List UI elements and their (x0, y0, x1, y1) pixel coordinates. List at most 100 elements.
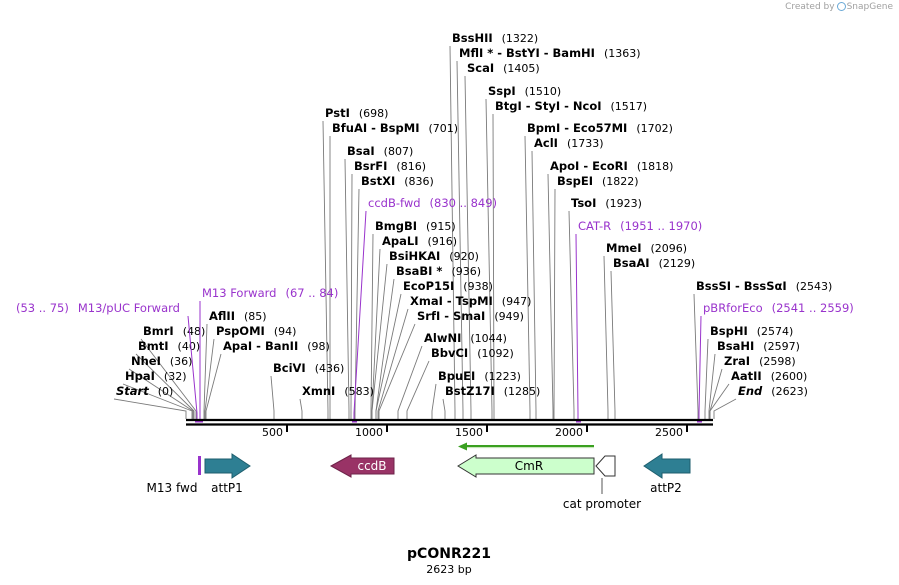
cmr-orf-arrow (458, 442, 594, 451)
site-leader-btgi-styi-ncoi (492, 113, 495, 419)
site-leader-bsrfi (350, 173, 353, 419)
site-name: BstXI (361, 174, 395, 188)
site-leader-bstz17i (442, 398, 446, 419)
site-label-xmai-tspmi: XmaI - TspMI(947) (410, 294, 531, 308)
site-position: (807) (384, 145, 414, 158)
site-name: BspHI (710, 324, 748, 338)
site-leader-bsshii (449, 45, 456, 419)
site-label-zrai: ZraI(2598) (724, 354, 796, 368)
site-label-bmri: BmrI(48) (143, 324, 205, 338)
primer-site-mark-ccdb-fwd (352, 420, 357, 423)
feature-m13-fwd: M13 fwd (147, 456, 201, 495)
site-leader-bcivi (270, 375, 275, 419)
site-name: BciVI (273, 361, 306, 375)
site-position: (98) (307, 340, 330, 353)
site-position: (32) (164, 370, 187, 383)
axis-tick-label: 2500 (655, 426, 683, 439)
site-position: (1517) (611, 100, 648, 113)
site-leader-pspomi (204, 338, 215, 419)
site-position: (816) (396, 160, 426, 173)
site-name: BsaAI (613, 256, 650, 270)
site-name: SrfI - SmaI (417, 309, 485, 323)
primer-label-pbrforeco: pBRforEco (2541 .. 2559) (703, 301, 854, 315)
site-position: (2623) (771, 385, 808, 398)
site-leader-lines (113, 45, 737, 419)
site-label-bspei: BspEI(1822) (557, 174, 639, 188)
site-label-xmni: XmnI (583) (302, 384, 374, 398)
site-name: SspI (488, 84, 516, 98)
site-name: BpmI - Eco57MI (527, 121, 627, 135)
site-label-acli: AclI(1733) (534, 136, 604, 150)
site-name: AlwNI (424, 331, 461, 345)
site-leader-bmti (135, 353, 195, 419)
site-label-bfuai-bspmi: BfuAI - BspMI(701) (332, 121, 458, 135)
site-leader-sspi (485, 98, 493, 419)
site-label-apoi-ecori: ApoI - EcoRI(1818) (550, 159, 673, 173)
site-name: PspOMI (216, 324, 265, 338)
site-name: AclI (534, 136, 558, 150)
site-position: (947) (502, 295, 532, 308)
cat-promoter-arrow (595, 455, 616, 477)
feature-attp2: attP2 (643, 453, 691, 495)
m13-fwd-marker (198, 456, 201, 475)
site-leader-bsai (344, 158, 350, 419)
site-name: BssHII (452, 31, 493, 45)
site-position: (1044) (470, 332, 507, 345)
primer-leader-ccdb-fwd (353, 210, 367, 421)
primer-name: M13 Forward (202, 286, 276, 300)
site-name: NheI (131, 354, 161, 368)
site-name: BmtI (138, 339, 169, 353)
primer-label-m13-puc-forward: (53 .. 75)M13/pUC Forward (16, 301, 180, 315)
site-leader-aflii (203, 323, 208, 419)
snapgene-logo-icon (836, 2, 846, 11)
site-name: BstZ17I (445, 384, 495, 398)
site-leader-bstxi (354, 188, 360, 419)
site-name: BtgI - StyI - NcoI (495, 99, 602, 113)
site-position: (40) (178, 340, 201, 353)
primer-name: pBRforEco (703, 301, 763, 315)
primer-site-mark-m13-forward (198, 420, 203, 423)
site-position: (2096) (651, 242, 688, 255)
site-name: BssSI - BssSαI (696, 279, 787, 293)
site-label-bpmi-eco57mi: BpmI - Eco57MI(1702) (527, 121, 673, 135)
site-labels: BssHII(1322)MflI * - BstYI - BamHI(1363)… (116, 31, 832, 398)
site-label-bsaai: BsaAI(2129) (613, 256, 695, 270)
plasmid-length: 2623 bp (426, 563, 471, 576)
primer-leader-cat-r (575, 233, 579, 421)
primer-position: (830 .. 849) (430, 196, 498, 210)
site-leader-apai-banii (205, 353, 222, 419)
site-name: PstI (325, 106, 350, 120)
primer-annotations: ccdB-fwd(830 .. 849)CAT-R(1951 .. 1970)M… (16, 196, 854, 423)
site-label-bsahi: BsaHI(2597) (717, 339, 800, 353)
site-position: (936) (451, 265, 481, 278)
site-name: BsaI (347, 144, 375, 158)
feature-attp1: attP1 (204, 453, 251, 495)
feature-label-cat-promoter: cat promoter (563, 497, 641, 511)
site-position: (836) (404, 175, 434, 188)
site-name: BspEI (557, 174, 593, 188)
site-label-alwni: AlwNI (1044) (424, 331, 507, 345)
site-name: Start (116, 384, 149, 398)
site-label-bsihkai: BsiHKAI(920) (389, 249, 479, 263)
site-label-bcivi: BciVI(436) (273, 361, 344, 375)
site-name: BfuAI - BspMI (332, 121, 419, 135)
site-name: ZraI (724, 354, 750, 368)
site-label-start: Start(0) (116, 384, 173, 398)
site-label-srfi-smai: SrfI - SmaI(949) (417, 309, 524, 323)
site-name: EcoP15I (403, 279, 454, 293)
primer-site-mark-pbrforeco (697, 420, 702, 423)
site-label-mmei: MmeI(2096) (606, 241, 687, 255)
axis-tick-label: 500 (262, 426, 283, 439)
feature-label-attp2: attP2 (650, 481, 682, 495)
feature-ccdb: ccdB (329, 454, 395, 478)
site-position: (583) (344, 385, 374, 398)
site-position: (1322) (502, 32, 539, 45)
site-leader-end (713, 398, 737, 419)
site-name: XmnI (302, 384, 335, 398)
site-name: BsaHI (717, 339, 754, 353)
feature-label-ccdb: ccdB (357, 459, 386, 473)
site-name: HpaI (125, 369, 155, 383)
primer-position: (2541 .. 2559) (772, 301, 854, 315)
primer-position: (67 .. 84) (285, 286, 338, 300)
